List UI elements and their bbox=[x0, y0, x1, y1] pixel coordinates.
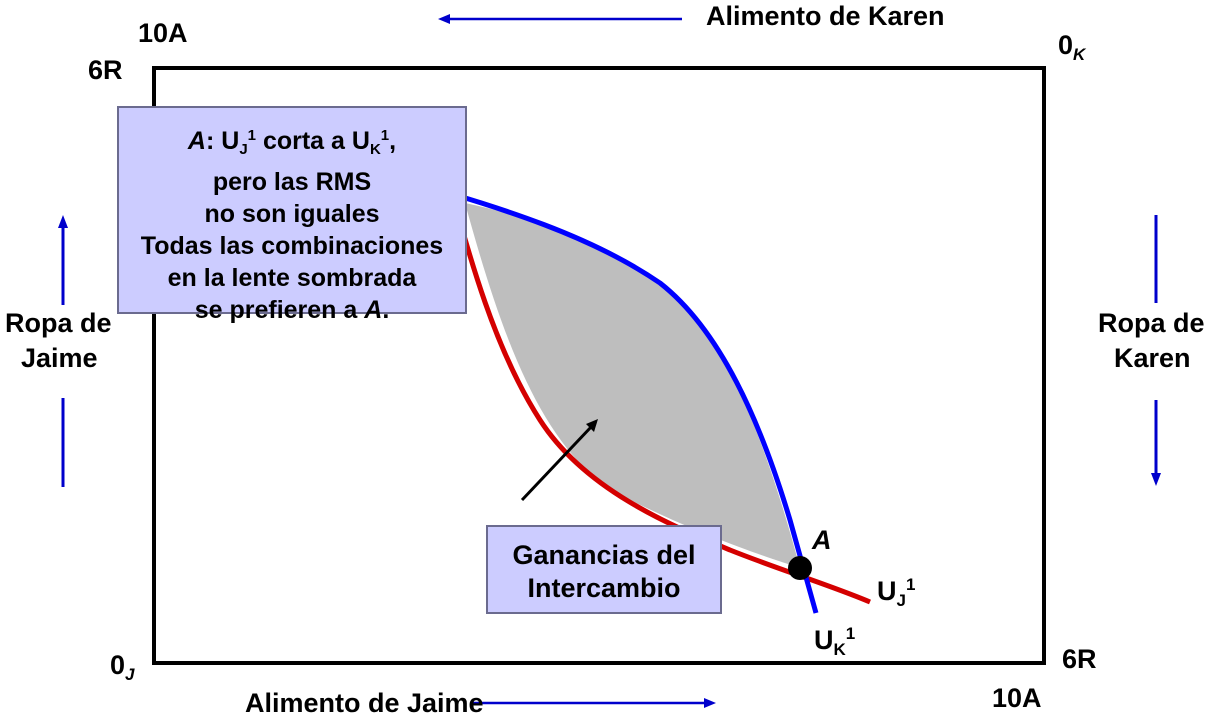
callout-box: A: UJ1 corta a UK1, pero las RMS no son … bbox=[117, 106, 467, 324]
top-axis-label: Alimento de Karen bbox=[706, 1, 945, 31]
left-corner-6r-label: 6R bbox=[88, 55, 123, 85]
top-left-corner-label: 10A bbox=[138, 18, 188, 48]
bottom-axis-label: Alimento de Jaime bbox=[245, 688, 484, 718]
gains-pointer-arrow bbox=[520, 419, 598, 502]
point-a-dot bbox=[788, 556, 812, 580]
point-a-label: A bbox=[812, 525, 832, 555]
callout-line-3: no son iguales bbox=[204, 200, 380, 228]
callout-line-6: se prefieren a A. bbox=[194, 296, 390, 324]
gains-lens-shaded bbox=[465, 203, 800, 568]
bottom-axis-arrow bbox=[470, 698, 716, 708]
left-axis-label-line-1: Ropa de bbox=[5, 308, 112, 338]
callout-line-5: en la lente sombrada bbox=[167, 264, 417, 292]
right-corner-6r-label: 6R bbox=[1062, 644, 1097, 674]
gains-line-2: Intercambio bbox=[527, 573, 681, 603]
karen-curve-label: UK1 bbox=[814, 624, 856, 659]
gains-box: Ganancias del Intercambio bbox=[486, 525, 722, 614]
bottom-right-corner-label: 10A bbox=[992, 683, 1042, 713]
origin-karen-label: 0K bbox=[1058, 30, 1086, 64]
callout-line-4: Todas las combinaciones bbox=[140, 232, 444, 260]
callout-line-1: A: UJ1 corta a UK1, bbox=[187, 127, 397, 158]
edgeworth-box-border bbox=[152, 66, 1046, 665]
gains-line-1: Ganancias del bbox=[512, 540, 696, 570]
left-axis-label-line-2: Jaime bbox=[21, 343, 98, 373]
right-axis-label-line-1: Ropa de bbox=[1098, 308, 1205, 338]
right-axis-arrow-down bbox=[1151, 400, 1161, 486]
left-axis-arrow-up bbox=[58, 215, 68, 305]
top-axis-arrow bbox=[438, 14, 682, 24]
jaime-curve-label: UJ1 bbox=[877, 575, 916, 610]
callout-point-a: A bbox=[187, 127, 206, 155]
indifference-curve-karen bbox=[421, 182, 819, 614]
callout-line-2: pero las RMS bbox=[212, 168, 372, 196]
right-axis-label-line-2: Karen bbox=[1114, 343, 1191, 373]
origin-jaime-label: 0J bbox=[110, 650, 135, 684]
